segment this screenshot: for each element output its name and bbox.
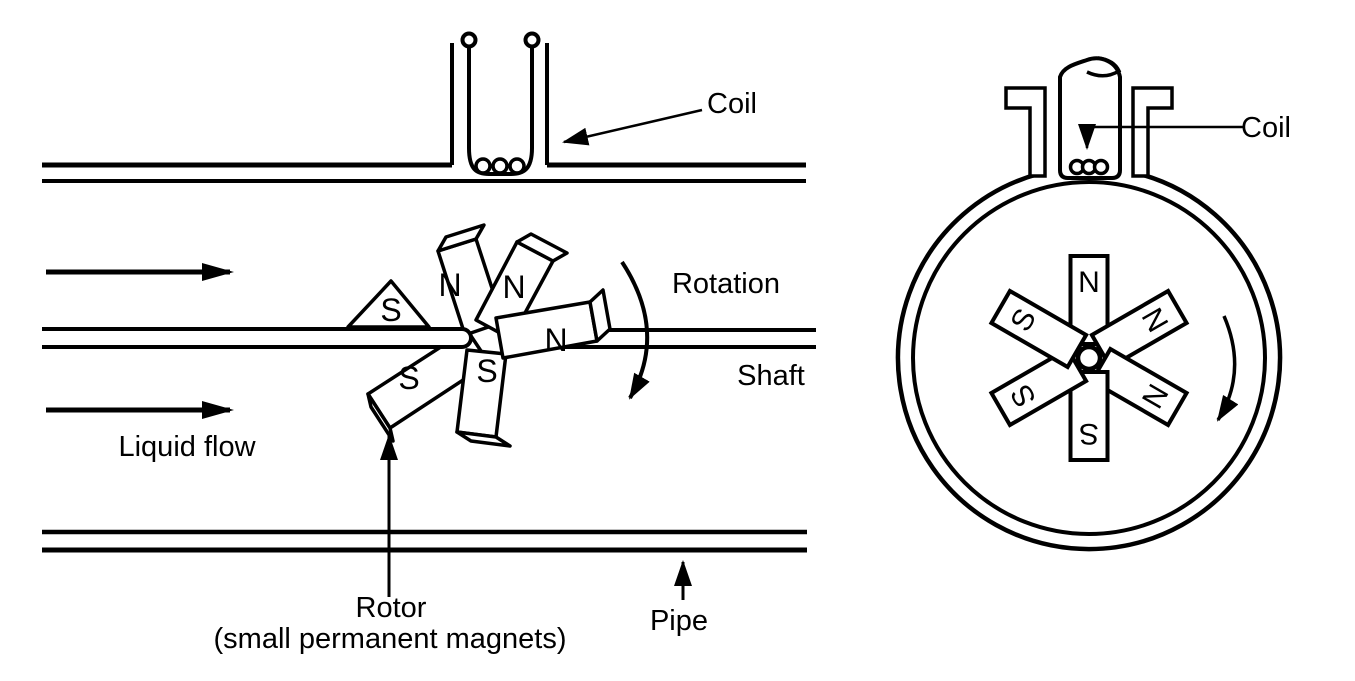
shaft-label: Shaft <box>737 360 805 392</box>
rotation-arrow <box>620 260 650 400</box>
coil-leader-arrow <box>1078 124 1245 150</box>
rotor-arm-lower-left: S <box>988 346 1089 428</box>
coil-leader-arrow <box>562 108 703 146</box>
coil-label: Coil <box>707 88 757 120</box>
pipe-outer-circle <box>895 171 1283 552</box>
rotor-arm-upper-right: N <box>1089 288 1190 370</box>
rotor-arm-lower-right: N <box>1089 346 1190 428</box>
pipe-label: Pipe <box>650 605 708 637</box>
coil-label: Coil <box>1241 112 1291 144</box>
rotor-blade-lower-left <box>366 328 491 443</box>
coil-housing <box>1058 56 1122 180</box>
pole-letter: S <box>398 360 419 396</box>
rotor-blade-bottom <box>455 348 512 448</box>
cross-section-view: Coil N N N S S <box>895 56 1291 552</box>
rotor-star: N N N S S S <box>988 254 1190 462</box>
shaft-bar <box>42 327 473 349</box>
coil-loop-icon <box>474 157 492 175</box>
boss-bracket-left <box>1004 86 1047 178</box>
coil-wire <box>467 47 534 176</box>
pole-letter: S <box>476 353 497 389</box>
shaft-hub <box>1075 344 1103 372</box>
coil-loop-icon <box>1092 158 1110 176</box>
coil-terminal-icon <box>460 31 478 49</box>
rotor-pole-labels: S N N N S S <box>380 267 567 396</box>
pole-letter: N <box>1078 266 1100 299</box>
rotor-arm-upper-left: S <box>988 288 1089 370</box>
rotation-label: Rotation <box>672 268 780 300</box>
side-view: Coil Liquid flow <box>42 31 816 655</box>
coil-loop-icon <box>508 157 526 175</box>
boss-bracket-right <box>1131 86 1174 178</box>
rotor-label: Rotor <box>356 592 427 624</box>
rotor-paddle-wheel <box>346 223 612 448</box>
rotor-blade-right <box>494 288 612 360</box>
rotation-arrow <box>1216 315 1239 422</box>
pole-letter: N <box>502 269 525 305</box>
coil-housing-top-rim <box>1086 56 1122 78</box>
coil-terminal-icon <box>523 31 541 49</box>
pole-letter: S <box>1079 417 1099 450</box>
pole-letter: S <box>380 292 401 328</box>
rotor-arm-bottom: S <box>1068 370 1110 462</box>
coil-loop-icon <box>491 157 509 175</box>
liquid-flow-label: Liquid flow <box>118 431 256 463</box>
pole-letter: N <box>544 322 567 358</box>
pole-letter: N <box>438 267 461 303</box>
rotor-arm-top: N <box>1068 254 1110 346</box>
rotor-sublabel: (small permanent magnets) <box>214 623 567 655</box>
